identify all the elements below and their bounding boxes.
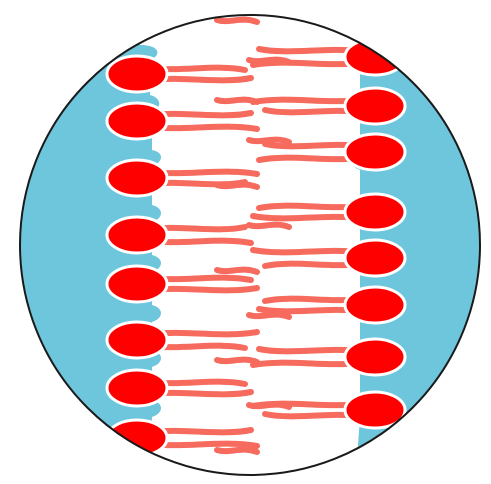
center-lipid-tail bbox=[249, 405, 289, 407]
right-lipid-tail bbox=[253, 250, 360, 252]
center-lipid-tail bbox=[217, 185, 257, 187]
center-lipid-tail bbox=[249, 60, 289, 62]
right-lipid-tail bbox=[259, 158, 360, 160]
left-lipid-head bbox=[107, 103, 167, 139]
center-lipid-tail bbox=[217, 450, 257, 452]
right-lipid-head bbox=[345, 39, 405, 75]
left-lipid-head bbox=[107, 420, 167, 456]
left-lipid-head bbox=[107, 322, 167, 358]
right-lipid-tail bbox=[253, 100, 360, 102]
center-lipid-tail bbox=[217, 270, 257, 272]
left-lipid-head bbox=[107, 160, 167, 196]
center-lipid-tail bbox=[249, 225, 289, 227]
right-lipid-head bbox=[345, 134, 405, 170]
right-lipid-head bbox=[345, 194, 405, 230]
center-lipid-tail bbox=[249, 315, 289, 317]
right-lipid-head bbox=[345, 339, 405, 375]
right-lipid-tail bbox=[253, 363, 360, 365]
right-lipid-head bbox=[345, 287, 405, 323]
left-lipid-head bbox=[107, 56, 167, 92]
right-lipid-tail bbox=[253, 216, 360, 218]
center-lipid-tail bbox=[217, 20, 257, 22]
left-lipid-head bbox=[107, 266, 167, 302]
right-lipid-tail bbox=[259, 49, 360, 51]
right-lipid-tail bbox=[259, 349, 360, 351]
left-lipid-head bbox=[107, 370, 167, 406]
center-lipid-tail bbox=[249, 140, 289, 142]
left-lipid-head bbox=[107, 217, 167, 253]
right-lipid-head bbox=[345, 88, 405, 124]
center-lipid-tail bbox=[217, 360, 257, 362]
right-lipid-head bbox=[345, 240, 405, 276]
center-lipid-tail bbox=[217, 100, 257, 102]
